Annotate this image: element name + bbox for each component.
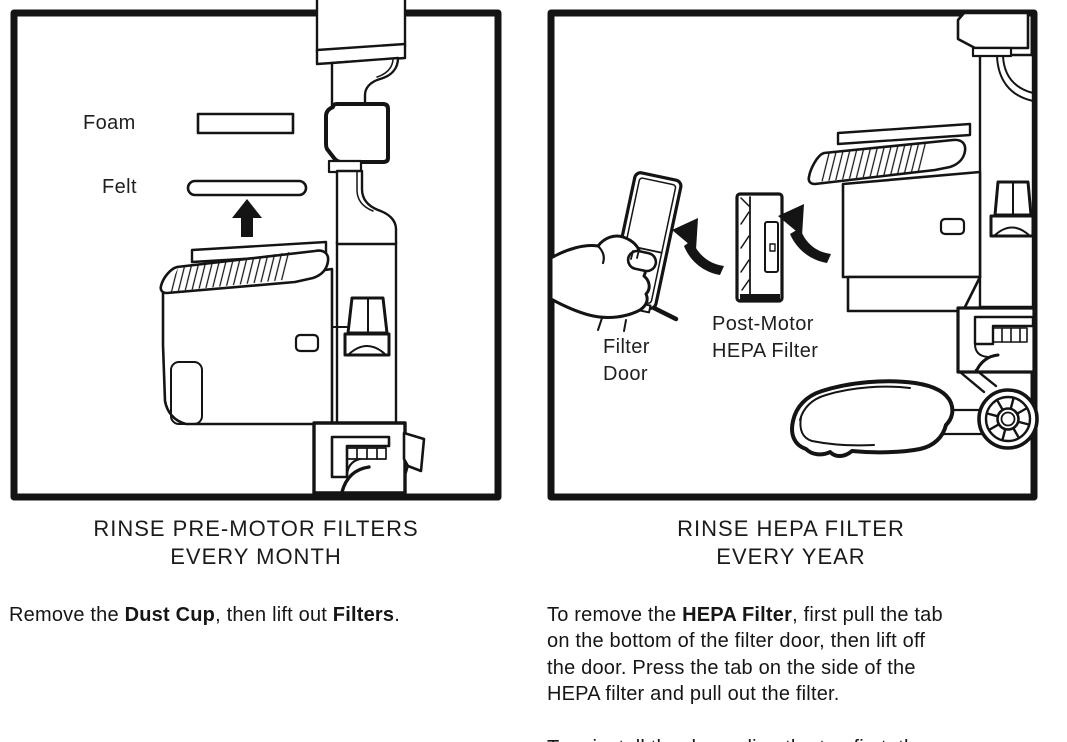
floor-nozzle <box>790 379 1039 458</box>
wheel <box>977 388 1039 450</box>
felt-label: Felt <box>102 176 137 198</box>
release-button <box>939 217 966 236</box>
wand-connector <box>324 102 390 164</box>
wand-latch <box>343 296 391 357</box>
post-motor-hepa-label: Post-Motor HEPA Filter <box>712 313 819 362</box>
pre-motor-filters-diagram <box>10 0 502 501</box>
lid-top <box>836 122 972 146</box>
release-button <box>294 333 320 353</box>
index-finger <box>626 249 658 273</box>
curved-arrow-icon <box>672 218 724 275</box>
wand-latch <box>989 180 1035 238</box>
lower-compartment <box>170 361 203 425</box>
body-face <box>841 170 982 279</box>
foam-filter-shape <box>196 112 295 135</box>
dust-cup-body <box>807 122 982 313</box>
hand-illustration <box>549 234 658 332</box>
right-caption-instructions: To remove the HEPA Filter, first pull th… <box>547 603 943 742</box>
base-housing <box>312 421 426 495</box>
dust-cup-body <box>159 240 349 426</box>
left-caption-heading: RINSE PRE-MOTOR FILTERS EVERY MONTH <box>93 516 419 569</box>
filter-door-label: Filter Door <box>603 336 650 385</box>
body-face <box>161 267 334 426</box>
nozzle-shell <box>790 379 955 458</box>
vent-hatching <box>167 252 290 292</box>
hepa-filter-diagram <box>547 9 1039 501</box>
felt-filter-shape <box>186 179 308 197</box>
body-base <box>846 275 982 313</box>
door-tab <box>651 305 679 322</box>
base-housing <box>956 306 1036 394</box>
vent-hatching <box>816 143 930 182</box>
hepa-filter-shape <box>735 192 784 303</box>
rear-flap <box>402 431 426 473</box>
panel-border <box>10 9 502 501</box>
left-caption-instruction: Remove the Dust Cup, then lift out Filte… <box>9 603 400 626</box>
right-caption-heading: RINSE HEPA FILTER EVERY YEAR <box>677 516 905 569</box>
foam-label: Foam <box>83 112 136 134</box>
curved-arrow-icon <box>778 204 831 263</box>
up-arrow-icon <box>232 199 262 237</box>
